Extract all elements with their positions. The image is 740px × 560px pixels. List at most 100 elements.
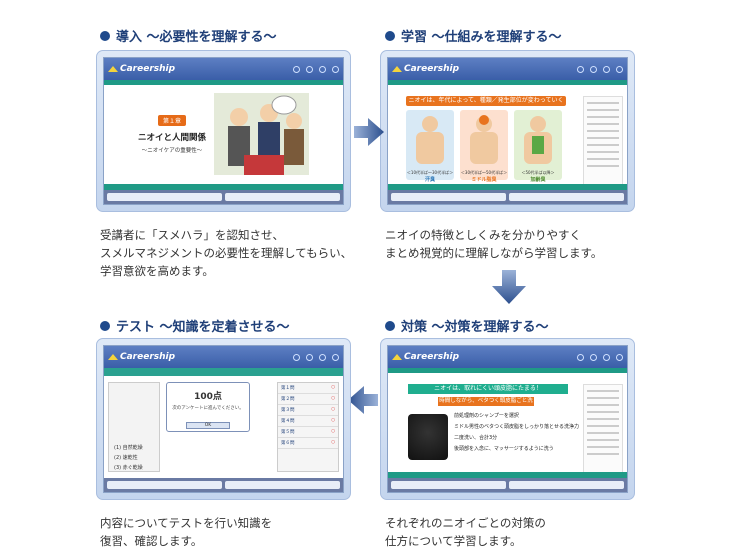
- next-button[interactable]: [225, 481, 340, 489]
- answer-row: 第２問○: [278, 394, 338, 405]
- choice-2[interactable]: (2) 速乾性: [114, 455, 138, 461]
- prev-button[interactable]: [107, 481, 222, 489]
- learning-banner: ニオイは、年代によって、種類／発生部位が変わっていく: [406, 96, 566, 106]
- age-label-1: 汗臭: [424, 177, 435, 183]
- learning-description: ニオイの特徴としくみを分かりやすく まとめ視覚的に理解しながら学習します。: [385, 228, 603, 260]
- back-illustration-icon: [524, 116, 552, 164]
- correct-mark-icon: ○: [331, 418, 335, 423]
- section-title-test: テスト 〜知識を定着させる〜: [100, 316, 290, 335]
- logo-mark-icon: [392, 354, 402, 360]
- nav-icon: [332, 353, 339, 361]
- learning-screenshot-frame: Careership ニオイは、年代によって、種類／発生部位が変わっていく ＜1…: [380, 50, 635, 212]
- chapter-title: ニオイと人間関係: [137, 133, 206, 143]
- back-illustration-icon: [470, 115, 498, 164]
- nav-icon: [319, 353, 326, 361]
- measures-screenshot-frame: Careership ニオイは、取れにくい頭皮脂にたまる！ 時間しながら、ベタつ…: [380, 338, 635, 500]
- nav-icon: [293, 65, 300, 73]
- flow-arrow-down-icon: [492, 270, 526, 304]
- age-card-2: ＜30代半ば〜50代半ば＞ ミドル脂臭: [460, 110, 508, 183]
- steps-list: 前処理剤のシャンプーを選択 ミドル男性のベタつく頭皮脂をしっかり落とせる洗浄力 …: [454, 412, 579, 456]
- nav-icon: [590, 353, 597, 361]
- bullet-icon: [385, 320, 395, 331]
- section-title-learning-text: 学習 〜仕組みを理解する〜: [401, 30, 562, 45]
- test-description: 内容についてテストを行い知識を 復習、確認します。: [100, 516, 273, 548]
- section-title-measures-text: 対策 〜対策を理解する〜: [401, 320, 549, 335]
- choice-1[interactable]: (1) 自然乾燥: [114, 445, 143, 451]
- intro-screenshot-frame: Careership 第１章 ニオイと人間関係 〜ニオイケアの重要性〜: [96, 50, 351, 212]
- head-wash-photo: [408, 414, 448, 460]
- correct-mark-icon: ○: [331, 385, 335, 390]
- back-illustration-icon: [416, 116, 444, 164]
- nav-icon: [293, 353, 300, 361]
- age-label-3: 加齢臭: [530, 177, 546, 183]
- nav-icon: [319, 65, 326, 73]
- side-notes-panel: [583, 384, 623, 474]
- step-item: 二度洗い、合計3分: [454, 435, 498, 441]
- footer-controls: [388, 478, 627, 492]
- footer-controls: [104, 190, 343, 204]
- measures-screen: Careership ニオイは、取れにくい頭皮脂にたまる！ 時間しながら、ベタつ…: [387, 345, 628, 493]
- app-header: Careership: [388, 58, 627, 80]
- header-icons: [293, 353, 339, 361]
- careership-logo: Careership: [108, 64, 175, 74]
- nav-icon: [577, 353, 584, 361]
- age-label-2: ミドル脂臭: [471, 177, 497, 183]
- careership-logo: Careership: [108, 352, 175, 362]
- people-illustration-icon: [214, 93, 309, 175]
- title-strip: [104, 80, 343, 85]
- logo-mark-icon: [108, 66, 118, 72]
- train-scene-illustration: [214, 93, 309, 175]
- section-title-test-text: テスト 〜知識を定着させる〜: [116, 320, 290, 335]
- learning-screen: Careership ニオイは、年代によって、種類／発生部位が変わっていく ＜1…: [387, 57, 628, 205]
- test-screen: Careership (1) 自然乾燥 (2) 速乾性 (3) 赤ぐ乾燥 第１問…: [103, 345, 344, 493]
- nav-icon: [603, 65, 610, 73]
- flow-arrow-left-icon: [348, 386, 378, 414]
- careership-logo: Careership: [392, 352, 459, 362]
- footer-strip: [388, 184, 627, 190]
- logo-mark-icon: [392, 66, 402, 72]
- answers-panel: 第１問○ 第２問○ 第３問○ 第４問○ 第５問○ 第６問○: [277, 382, 339, 472]
- nav-icon: [306, 353, 313, 361]
- header-icons: [577, 353, 623, 361]
- age-card-3: ＜50代半ば以降＞ 加齢臭: [514, 110, 562, 183]
- header-icons: [577, 65, 623, 73]
- footer-strip: [388, 472, 627, 478]
- ok-button[interactable]: OK: [186, 422, 230, 429]
- step-item: ミドル男性のベタつく頭皮脂をしっかり落とせる洗浄力: [454, 424, 580, 430]
- nav-icon: [306, 65, 313, 73]
- next-button[interactable]: [225, 193, 340, 201]
- app-header: Careership: [104, 58, 343, 80]
- title-strip: [388, 80, 627, 85]
- prev-button[interactable]: [391, 481, 506, 489]
- flow-arrow-right-icon: [354, 118, 384, 146]
- step-item: 前処理剤のシャンプーを選択: [454, 413, 519, 419]
- correct-mark-icon: ○: [331, 396, 335, 401]
- nav-icon: [616, 353, 623, 361]
- choice-3[interactable]: (3) 赤ぐ乾燥: [114, 465, 143, 471]
- title-strip: [388, 368, 627, 373]
- title-strip: [104, 368, 343, 376]
- nav-icon: [616, 65, 623, 73]
- answer-row: 第５問○: [278, 427, 338, 438]
- prev-button[interactable]: [391, 193, 506, 201]
- age-caption-2: ＜30代半ば〜50代半ば＞: [460, 170, 508, 175]
- footer-strip: [104, 184, 343, 190]
- next-button[interactable]: [509, 193, 624, 201]
- section-title-intro-text: 導入 〜必要性を理解する〜: [116, 30, 277, 45]
- prev-button[interactable]: [107, 193, 222, 201]
- answer-row: 第４問○: [278, 416, 338, 427]
- question-panel: [108, 382, 160, 472]
- section-title-intro: 導入 〜必要性を理解する〜: [100, 26, 277, 45]
- intro-description: 受講者に「スメハラ」を認知させ、 スメルマネジメントの必要性を理解してもらい、 …: [100, 228, 353, 278]
- answer-row: 第１問○: [278, 383, 338, 394]
- app-header: Careership: [388, 346, 627, 368]
- measures-description: それぞれのニオイごとの対策の 仕方について学習します。: [385, 516, 546, 548]
- score-value: 100点: [194, 392, 222, 402]
- intro-screen: Careership 第１章 ニオイと人間関係 〜ニオイケアの重要性〜: [103, 57, 344, 205]
- correct-mark-icon: ○: [331, 440, 335, 445]
- footer-controls: [104, 478, 343, 492]
- nav-icon: [577, 65, 584, 73]
- next-button[interactable]: [509, 481, 624, 489]
- bullet-icon: [385, 30, 395, 41]
- header-icons: [293, 65, 339, 73]
